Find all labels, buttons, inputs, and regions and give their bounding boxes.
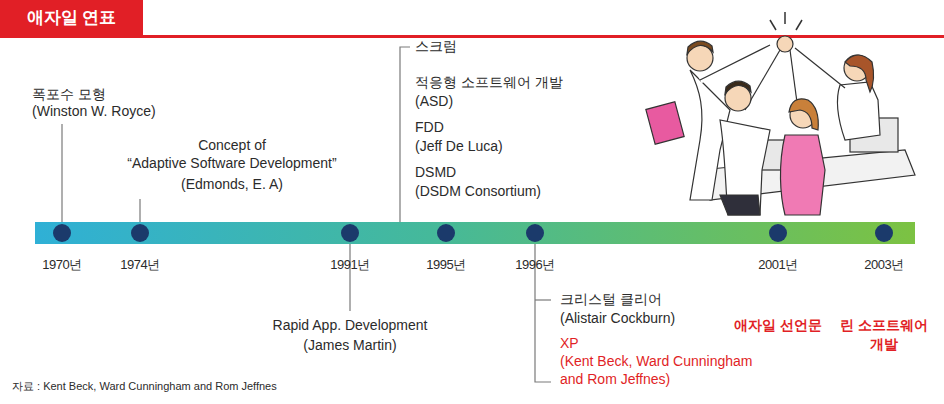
bracket-tick [535,299,551,300]
person-hair [845,55,874,92]
milestone-label: 폭포수 모형 [32,86,106,103]
milestone-label: Rapid App. Development [273,317,428,334]
office-illustration [646,12,915,215]
year-dot [875,224,893,242]
milestone-label: 린 소프트웨어 [840,317,928,334]
year-dot [341,224,359,242]
leader-lines [62,47,551,382]
title-banner: 애자일 연표 [0,0,143,35]
year-dot [437,224,455,242]
year-dot [131,224,149,242]
milestone-label: (Kent Beck, Ward Cunningham [560,353,752,370]
person-body [838,82,880,140]
milestone-label: FDD [415,119,444,136]
year-dot [53,224,71,242]
milestone-label: Concept of [198,137,266,154]
milestone-label: DSMD [415,164,456,181]
milestone-label: 개발 [870,336,898,353]
year-label: 1995년 [426,256,465,273]
milestone-label: (Edmonds, E. A) [181,176,283,193]
year-label: 1974년 [120,256,159,273]
source-note: 자료 : Kent Beck, Ward Cunningham and Rom … [12,378,277,395]
milestone-label: (James Martin) [303,337,396,354]
year-dot [526,224,544,242]
milestone-label: 애자일 선언문 [734,317,822,334]
milestone-label: (DSDM Consortium) [415,183,541,200]
exclaim-stroke [784,12,786,24]
joined-hands [777,36,793,52]
milestone-label: (ASD) [415,93,453,110]
exclaim-stroke [770,20,776,30]
year-dot [769,224,787,242]
person-arm [795,48,845,88]
timeline-bar [35,222,915,244]
person-legs [720,195,760,215]
milestone-label: 스크럼 [415,38,457,55]
leader-line [139,199,140,224]
milestone-label: and Rom Jeffnes) [560,371,670,388]
year-label: 1970년 [42,256,81,273]
year-label: 2003년 [864,256,903,273]
leader-line [349,244,350,311]
milestone-label: 적응형 소프트웨어 개발 [415,74,563,91]
pink-folder [646,102,684,145]
person-hair [687,41,713,54]
milestone-label: XP [560,335,579,352]
title-rule [0,35,944,38]
milestone-label: “Adaptive Software Development” [127,155,336,172]
person-hair [789,99,818,130]
milestone-label: 크리스털 클리어 [560,291,662,308]
milestone-label: (Jeff De Luca) [415,138,503,155]
person-body [780,135,825,215]
year-label: 2001년 [758,256,797,273]
exclaim-stroke [796,20,802,30]
exclaim-marks [770,12,802,30]
year-label: 1996년 [515,256,554,273]
person-body [720,120,770,215]
person-hair [725,81,751,94]
milestone-label: (Alistair Cockburn) [560,310,675,327]
year-label: 1991년 [330,256,369,273]
leader-line [61,124,62,224]
milestone-label: (Winston W. Royce) [32,103,156,120]
year-dots [53,224,893,242]
